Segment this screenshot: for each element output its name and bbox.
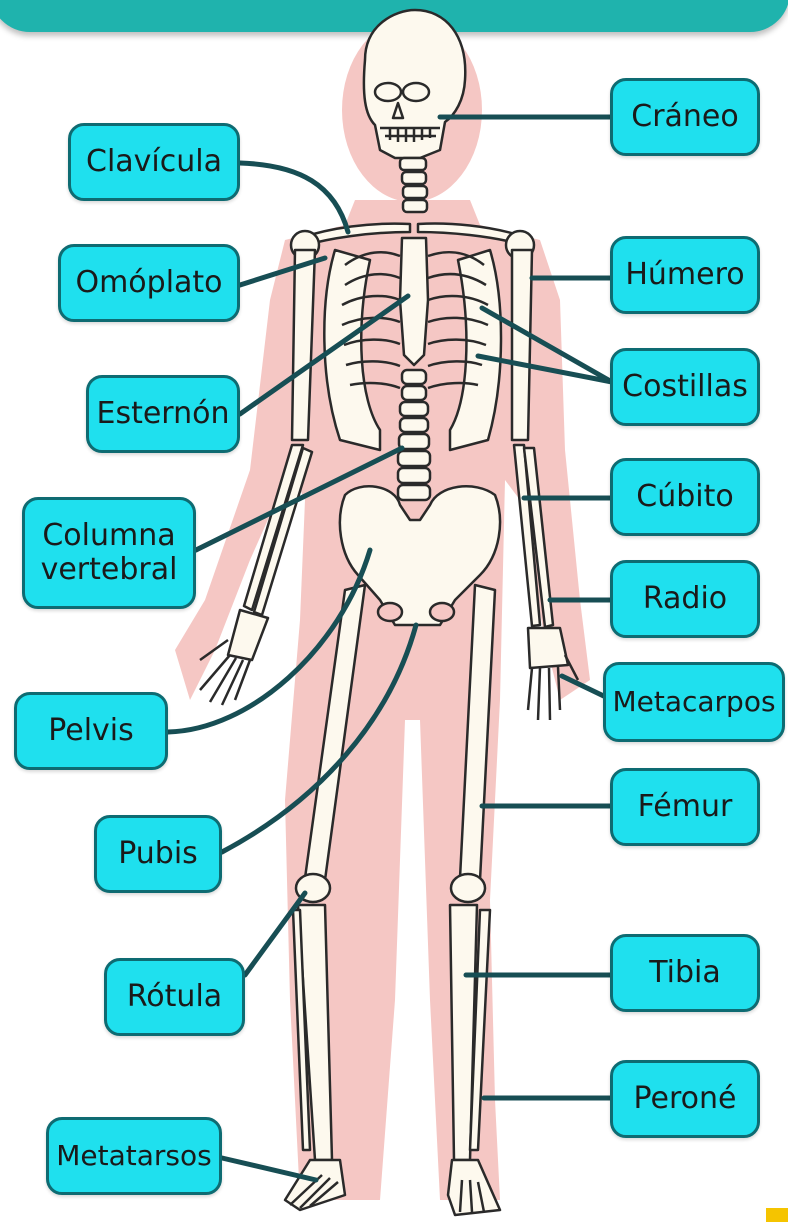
spine xyxy=(398,370,430,500)
label-metatarsos: Metatarsos xyxy=(46,1117,222,1195)
label-columna-vertebral: Columna vertebral xyxy=(22,497,196,609)
left-hand xyxy=(228,610,268,660)
label-pubis: Pubis xyxy=(94,815,222,893)
left-eye-socket xyxy=(375,83,401,101)
label-metacarpos: Metacarpos xyxy=(603,662,785,742)
label-tibia: Tibia xyxy=(610,934,760,1012)
label-craneo: Cráneo xyxy=(610,78,760,156)
label-costillas: Costillas xyxy=(610,348,760,426)
label-esternon: Esternón xyxy=(86,375,240,453)
label-humero: Húmero xyxy=(610,236,760,314)
corner-mark xyxy=(766,1208,788,1222)
label-clavicula: Clavícula xyxy=(68,123,240,201)
label-radio: Radio xyxy=(610,560,760,638)
right-patella xyxy=(451,874,485,902)
label-cubito: Cúbito xyxy=(610,458,760,536)
leader-clavicula xyxy=(240,163,348,232)
label-pelvis: Pelvis xyxy=(14,692,168,770)
label-femur: Fémur xyxy=(610,768,760,846)
right-hand xyxy=(528,628,568,668)
label-perone: Peroné xyxy=(610,1060,760,1138)
label-rotula: Rótula xyxy=(104,958,245,1036)
right-humerus xyxy=(512,250,532,440)
label-omoplato: Omóplato xyxy=(58,244,240,322)
right-eye-socket xyxy=(403,83,429,101)
